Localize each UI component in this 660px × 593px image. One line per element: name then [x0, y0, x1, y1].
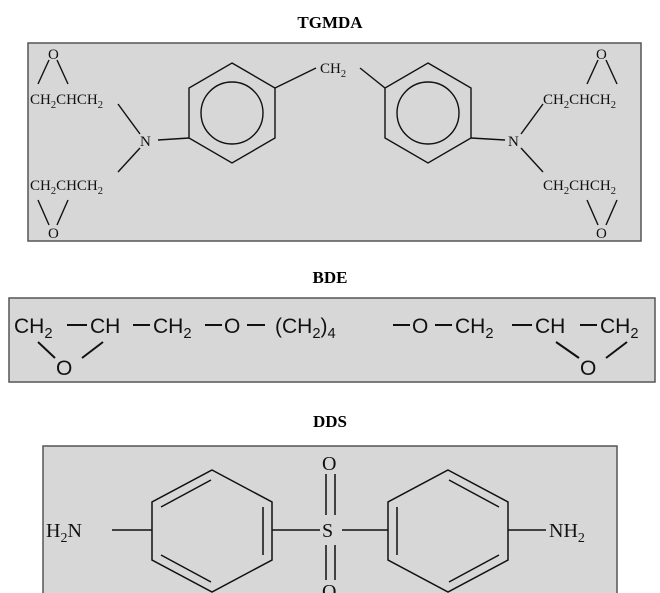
tgmda-bond-n-right-down [520, 147, 544, 173]
tgmda-epoxide-bl-2 [56, 199, 69, 226]
bde-ch2-2: CH2 [153, 315, 192, 342]
bde-ch2-3: CH2 [455, 315, 494, 342]
bde-o-1: O [224, 315, 240, 338]
tgmda-panel [27, 42, 642, 242]
dds-ring-left [151, 469, 273, 593]
bde-ch-1: CH [90, 315, 120, 338]
dds-ring-right-db3 [448, 554, 500, 583]
dds-ring-right-db1 [448, 479, 500, 508]
tgmda-epoxide-br-1 [586, 199, 599, 226]
tgmda-o-tr: O [596, 47, 607, 63]
bde-o-epoxide-left: O [56, 357, 72, 380]
dds-ring-left-db3 [160, 554, 212, 583]
tgmda-label-tl: CH2CHCH2 [30, 92, 103, 111]
bde-epoxide-left-1 [37, 341, 56, 359]
tgmda-label-tr: CH2CHCH2 [543, 92, 616, 111]
tgmda-epoxide-tr-1 [586, 59, 599, 85]
tgmda-epoxide-tl-2 [56, 59, 69, 85]
tgmda-label-bl: CH2CHCH2 [30, 178, 103, 197]
tgmda-bond-n-right [470, 137, 506, 141]
tgmda-bond-ch2-right [359, 67, 386, 89]
bde-ch2-5: CH2 [600, 315, 639, 342]
dds-structure [112, 469, 546, 593]
tgmda-bond-n-left-down [117, 147, 141, 173]
tgmda-o-bl: O [48, 226, 59, 242]
dds-panel [42, 445, 618, 593]
tgmda-o-tl: O [48, 47, 59, 63]
bde-ch-2: CH [535, 315, 565, 338]
title-dds: DDS [312, 412, 347, 431]
bde-epoxide-right-1 [555, 341, 580, 359]
dds-o-bottom: O [322, 581, 336, 593]
bde-panel [8, 297, 656, 383]
tgmda-epoxide-tr-2 [605, 59, 618, 85]
bde-epoxide-left-2 [81, 341, 104, 359]
tgmda-structure [37, 59, 618, 226]
tgmda-epoxide-br-2 [605, 199, 618, 226]
tgmda-n-right: N [508, 134, 519, 150]
bde-ch2-4: (CH2)4 [275, 315, 336, 342]
tgmda-bond-ch2-left [274, 67, 317, 89]
tgmda-ring-right-inner [396, 81, 460, 145]
dds-nh2: NH2 [549, 520, 585, 546]
tgmda-epoxide-bl-1 [37, 199, 50, 226]
tgmda-o-br: O [596, 226, 607, 242]
title-bde: BDE [312, 268, 348, 287]
tgmda-ring-left-inner [200, 81, 264, 145]
tgmda-epoxide-tl-1 [37, 59, 50, 85]
tgmda-bond-n-left [157, 137, 190, 141]
title-tgmda: TGMDA [297, 13, 363, 32]
dds-s: S [322, 520, 333, 542]
tgmda-bond-n-left-up [117, 103, 141, 135]
bde-epoxide-right-2 [605, 341, 628, 359]
tgmda-n-left: N [140, 134, 151, 150]
bde-ch2-1: CH2 [14, 315, 53, 342]
dds-ring-right [387, 469, 509, 593]
tgmda-label-br: CH2CHCH2 [543, 178, 616, 197]
bde-o-epoxide-right: O [580, 357, 596, 380]
bde-o-2: O [412, 315, 428, 338]
dds-o-top: O [322, 453, 336, 475]
tgmda-ch2-bridge: CH2 [320, 61, 346, 80]
dds-h2n: H2N [46, 520, 82, 546]
tgmda-bond-n-right-up [520, 103, 544, 135]
bde-structure [37, 324, 628, 359]
dds-ring-left-db1 [160, 479, 212, 508]
